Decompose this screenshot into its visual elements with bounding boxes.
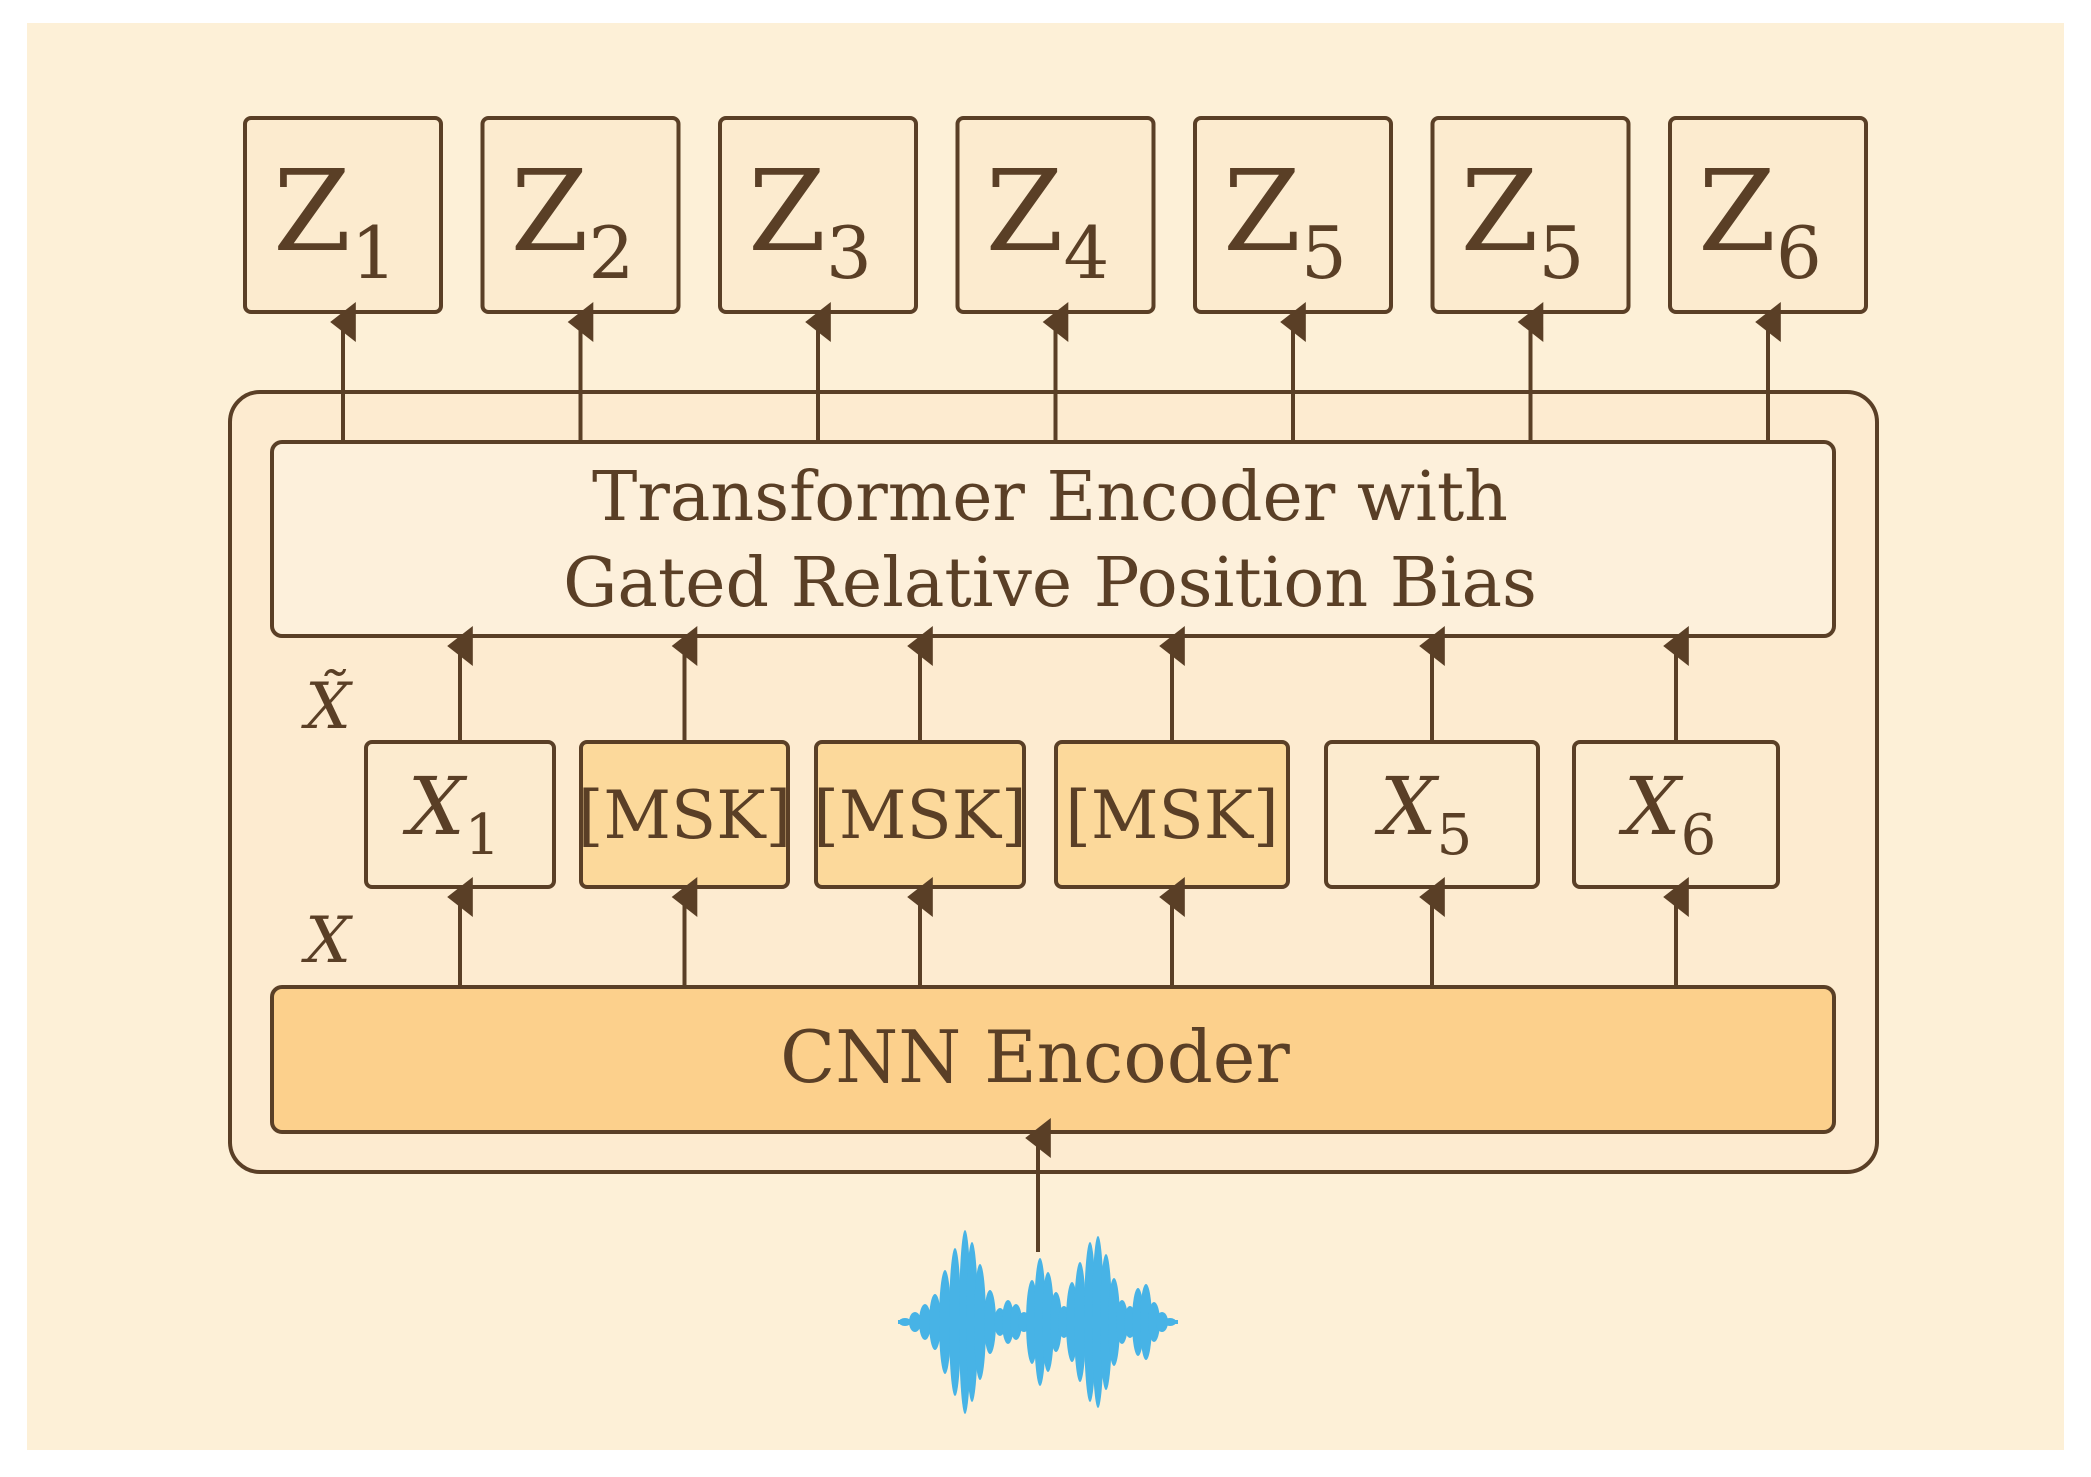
- cnn-encoder-label: CNN Encoder: [780, 1015, 1290, 1099]
- output-box: Z4: [955, 116, 1156, 314]
- cnn-encoder-box: [270, 985, 1836, 1134]
- feature-token: X1: [364, 740, 556, 889]
- output-arrows: [330, 302, 1781, 442]
- feature-token: X6: [1572, 740, 1780, 889]
- waveform-spike: [939, 1270, 951, 1374]
- waveform-spike: [1034, 1258, 1046, 1386]
- output-box: Z1: [243, 116, 443, 314]
- waveform-spike: [1108, 1278, 1120, 1366]
- output-label-subscript: 5: [1301, 211, 1347, 295]
- waveform-spike: [1050, 1292, 1062, 1352]
- transformer-encoder-box: [270, 440, 1836, 638]
- output-label-base: Z: [1698, 147, 1776, 277]
- output-label-subscript: 5: [1539, 211, 1585, 295]
- output-box: Z3: [718, 116, 918, 314]
- waveform-spike: [1042, 1272, 1054, 1372]
- output-label-subscript: 2: [589, 211, 635, 295]
- output-label-subscript: 1: [351, 211, 397, 295]
- feature-token-label: X5: [1374, 760, 1473, 868]
- transformer-encoder-line2: Gated Relative Position Bias: [563, 544, 1537, 623]
- waveform-spike: [1100, 1254, 1112, 1390]
- output-label-base: Z: [748, 147, 826, 277]
- mask-token: [MSK]: [1054, 740, 1290, 889]
- waveform-spike: [949, 1248, 961, 1396]
- waveform-icon: [898, 1230, 1178, 1414]
- waveform-spike: [1148, 1302, 1160, 1342]
- feature-token: X5: [1324, 740, 1540, 889]
- waveform-spike: [1164, 1318, 1176, 1326]
- waveform-spike: [1002, 1300, 1014, 1344]
- output-label: Z6: [1698, 147, 1822, 295]
- feature-token-subscript: 6: [1681, 803, 1717, 868]
- mask-token-label: [MSK]: [813, 777, 1027, 854]
- output-label-base: Z: [1461, 147, 1539, 277]
- output-label: Z5: [1461, 147, 1585, 295]
- waveform-spike: [974, 1264, 986, 1380]
- output-label: Z1: [273, 147, 397, 295]
- output-box: Z2: [480, 116, 681, 314]
- waveform-spike: [1010, 1304, 1022, 1340]
- masked-features-label: X̃: [300, 669, 353, 744]
- features-label: X: [300, 904, 353, 978]
- feature-token-subscript: 5: [1437, 803, 1473, 868]
- waveform-spike: [1156, 1312, 1168, 1332]
- output-box: Z5: [1193, 116, 1393, 314]
- waveform-spike: [1092, 1236, 1104, 1408]
- feature-token-base: X: [402, 760, 468, 853]
- output-label-base: Z: [273, 147, 351, 277]
- waveform-spike: [1116, 1300, 1128, 1344]
- token-arrows: [447, 626, 1689, 987]
- waveform-spike: [929, 1294, 941, 1350]
- feature-token-label: X6: [1618, 760, 1717, 868]
- output-label-subscript: 3: [826, 211, 872, 295]
- output-label-subscript: 6: [1776, 211, 1822, 295]
- output-label: Z4: [986, 147, 1110, 295]
- output-box: Z6: [1668, 116, 1868, 314]
- feature-token-base: X: [1618, 760, 1684, 853]
- waveform-spike: [899, 1318, 911, 1326]
- waveform-spike: [984, 1290, 996, 1354]
- output-label-base: Z: [986, 147, 1064, 277]
- feature-token-label: X1: [402, 760, 501, 868]
- waveform-spike: [909, 1312, 921, 1332]
- mask-token: [MSK]: [813, 740, 1027, 889]
- mask-token-label: [MSK]: [578, 777, 792, 854]
- output-label-base: Z: [511, 147, 589, 277]
- output-label-subscript: 4: [1064, 211, 1110, 295]
- waveform-spike: [1074, 1262, 1086, 1382]
- waveform-spike: [1140, 1284, 1152, 1360]
- transformer-encoder-line1: Transformer Encoder with: [592, 458, 1508, 537]
- output-label: Z5: [1223, 147, 1347, 295]
- output-box: Z5: [1430, 116, 1631, 314]
- feature-token-subscript: 1: [465, 803, 501, 868]
- feature-token-base: X: [1374, 760, 1440, 853]
- mask-token: [MSK]: [578, 740, 792, 889]
- output-label: Z2: [511, 147, 635, 295]
- waveform-spike: [966, 1242, 978, 1402]
- waveform-spike: [919, 1304, 931, 1340]
- output-label-base: Z: [1223, 147, 1301, 277]
- mask-token-label: [MSK]: [1065, 777, 1279, 854]
- output-label: Z3: [748, 147, 872, 295]
